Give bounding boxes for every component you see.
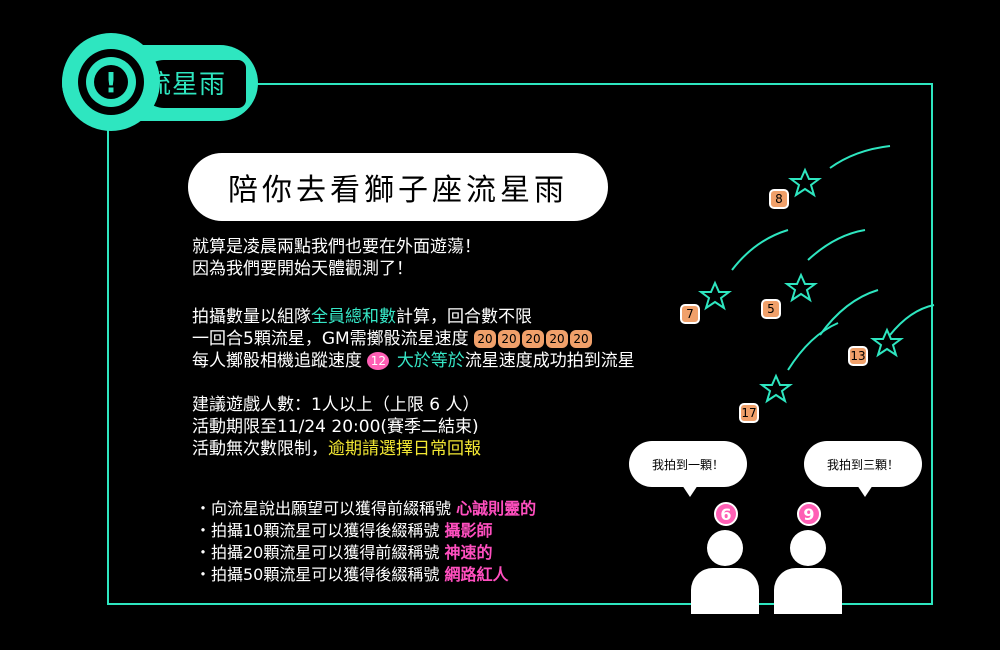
person-body bbox=[774, 568, 842, 614]
person-head bbox=[707, 530, 743, 566]
star-icon bbox=[870, 327, 904, 358]
meteor-trail bbox=[819, 289, 879, 336]
speed-chip: 20 bbox=[522, 330, 545, 348]
reward-title: 網路紅人 bbox=[444, 565, 509, 584]
rule-line-1: 拍攝數量以組隊全員總和數計算，回合數不限 bbox=[192, 306, 532, 328]
reward-text: ・拍攝10顆流星可以獲得後綴稱號 bbox=[195, 521, 445, 540]
star-icon bbox=[759, 373, 793, 404]
speed-chip: 20 bbox=[474, 330, 497, 348]
header-label: 流星雨 bbox=[145, 70, 227, 100]
reward-text: ・向流星說出願望可以獲得前綴稱號 bbox=[195, 499, 457, 518]
reward-item: ・拍攝50顆流星可以獲得後綴稱號 網路紅人 bbox=[195, 564, 536, 586]
reward-item: ・拍攝20顆流星可以獲得前綴稱號 神速的 bbox=[195, 542, 536, 564]
meteor-illustration bbox=[698, 145, 935, 404]
meteor-trail bbox=[731, 229, 789, 271]
speech-bubble: 我拍到三顆！ bbox=[804, 441, 922, 497]
meteor-trail bbox=[787, 322, 839, 371]
rule-line-3: 每人擲骰相機追蹤速度 12 大於等於流星速度成功拍到流星 bbox=[192, 350, 635, 372]
info-limit-highlight: 逾期請選擇日常回報 bbox=[328, 439, 481, 459]
person-body bbox=[691, 568, 759, 614]
rule-line-1-text: 拍攝數量以組隊 bbox=[192, 307, 311, 327]
reward-item: ・向流星說出願望可以獲得前綴稱號 心誠則靈的 bbox=[195, 498, 536, 520]
star-number-label: 8 bbox=[769, 189, 789, 209]
content-frame bbox=[107, 83, 933, 605]
meteor-trail bbox=[829, 145, 891, 169]
star-icon bbox=[788, 167, 822, 198]
speed-chip: 20 bbox=[546, 330, 569, 348]
person-head bbox=[790, 530, 826, 566]
speech-bubble: 我拍到一顆！ bbox=[629, 441, 747, 497]
speed-chip: 20 bbox=[570, 330, 593, 348]
alert-icon: ! bbox=[86, 57, 136, 107]
info-limit: 活動無次數限制，逾期請選擇日常回報 bbox=[192, 438, 481, 460]
reward-title: 神速的 bbox=[444, 543, 493, 562]
meteor-trail bbox=[889, 304, 935, 336]
info-limit-text: 活動無次數限制， bbox=[192, 439, 328, 459]
reward-text: ・拍攝50顆流星可以獲得後綴稱號 bbox=[195, 565, 445, 584]
info-period: 活動期限至11/24 20:00(賽季二結束) bbox=[192, 417, 479, 437]
reward-title: 心誠則靈的 bbox=[456, 499, 537, 518]
rule-line-1-highlight: 全員總和數 bbox=[311, 307, 396, 327]
star-icon bbox=[698, 280, 732, 311]
rule-line-1-text-b: 計算，回合數不限 bbox=[396, 307, 532, 327]
photo-count-badge: 6 bbox=[714, 502, 738, 526]
star-number-label: 13 bbox=[848, 346, 868, 366]
star-number-label: 5 bbox=[761, 299, 781, 319]
star-number-label: 7 bbox=[680, 304, 700, 324]
rule-line-3-text: 每人擲骰相機追蹤速度 bbox=[192, 351, 362, 371]
rule-line-2-text: 一回合5顆流星，GM需擲骰流星速度 bbox=[192, 329, 469, 349]
speed-chip: 20 bbox=[498, 330, 521, 348]
intro-line-1: 就算是凌晨兩點我們也要在外面遊蕩！ bbox=[192, 237, 481, 257]
photo-count-badge: 9 bbox=[797, 502, 821, 526]
star-icon bbox=[784, 272, 818, 303]
rule-line-3-highlight: 大於等於 bbox=[396, 351, 465, 371]
info-players: 建議遊戲人數：1人以上（上限 6 人） bbox=[192, 395, 480, 415]
reward-list: ・向流星說出願望可以獲得前綴稱號 心誠則靈的 ・拍攝10顆流星可以獲得後綴稱號 … bbox=[195, 498, 536, 586]
star-number-label: 17 bbox=[739, 403, 759, 423]
page-title: 陪你去看獅子座流星雨 bbox=[188, 153, 608, 221]
reward-text: ・拍攝20顆流星可以獲得前綴稱號 bbox=[195, 543, 445, 562]
meteor-trail bbox=[807, 229, 866, 261]
camera-speed-chip: 12 bbox=[367, 352, 390, 370]
intro-line-2: 因為我們要開始天體觀測了！ bbox=[192, 259, 413, 279]
rule-line-3-text-b: 流星速度成功拍到流星 bbox=[464, 351, 635, 371]
reward-item: ・拍攝10顆流星可以獲得後綴稱號 攝影師 bbox=[195, 520, 536, 542]
reward-title: 攝影師 bbox=[444, 521, 493, 540]
